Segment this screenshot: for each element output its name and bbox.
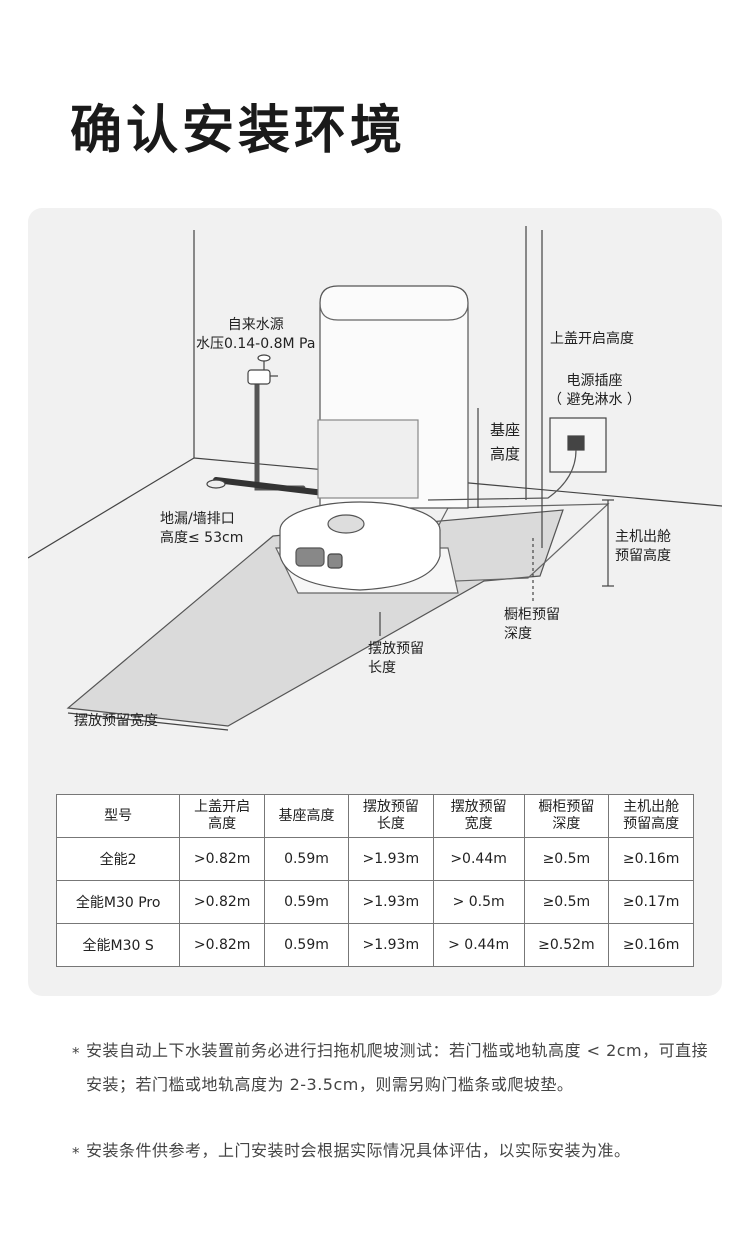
table-cell: >0.82m: [179, 923, 265, 967]
table-cell: >0.82m: [179, 837, 265, 881]
table-cell: 全能2: [55, 837, 181, 881]
table-header-row: 型号 上盖开启高度 基座高度 摆放预留长度 摆放预留宽度 橱柜预留深度 主机出舱…: [55, 794, 694, 838]
table-cell: > 0.5m: [432, 880, 525, 924]
table-cell: >1.93m: [347, 923, 434, 967]
table-cell: >0.82m: [179, 880, 265, 924]
lid-height-label: 上盖开启高度: [550, 331, 634, 347]
table-cell: >1.93m: [347, 880, 434, 924]
cabinet-depth-line1: 橱柜预留: [504, 607, 560, 623]
place-length-line2: 长度: [368, 660, 396, 676]
drain-line1: 地漏/墙排口: [160, 511, 235, 527]
table-cell: ≥0.16m: [608, 923, 694, 967]
table-cell: ≥0.5m: [523, 880, 610, 924]
header-place-length: 摆放预留长度: [347, 794, 434, 838]
table-row: 全能M30 Pro >0.82m 0.59m >1.93m > 0.5m ≥0.…: [55, 880, 694, 924]
page-title: 确认安装环境: [70, 101, 407, 161]
table-row: 全能M30 S >0.82m 0.59m >1.93m > 0.44m ≥0.5…: [55, 923, 694, 967]
base-height-line2: 高度: [490, 445, 521, 463]
water-source-line2: 水压0.14-0.8M Pa: [196, 336, 316, 352]
table-cell: 0.59m: [264, 880, 349, 924]
table-cell: >0.44m: [432, 837, 525, 881]
table-cell: ≥0.52m: [523, 923, 610, 967]
table-cell: 全能M30 S: [55, 923, 181, 967]
place-length-line1: 摆放预留: [368, 641, 424, 657]
table-cell: ≥0.5m: [523, 837, 610, 881]
drain-label: 地漏/墙排口 高度≤ 53cm: [160, 510, 243, 548]
note-2: * 安装条件供参考，上门安装时会根据实际情况具体评估，以实际安装为准。: [72, 1134, 712, 1168]
table-cell: 0.59m: [264, 923, 349, 967]
socket-line2: （ 避免淋水 ）: [548, 392, 641, 408]
water-source-label: 自来水源 水压0.14-0.8M Pa: [196, 316, 315, 354]
place-length-label: 摆放预留 长度: [368, 640, 424, 678]
note-2-text: 安装条件供参考，上门安装时会根据实际情况具体评估，以实际安装为准。: [86, 1141, 631, 1160]
note-bullet-icon: *: [72, 1044, 80, 1062]
table-cell: > 0.44m: [432, 923, 525, 967]
header-model: 型号: [55, 794, 181, 838]
exit-height-line1: 主机出舱: [615, 529, 671, 545]
header-lid-height: 上盖开启高度: [179, 794, 265, 838]
header-cabinet-depth: 橱柜预留深度: [523, 794, 610, 838]
header-exit-height: 主机出舱预留高度: [608, 794, 694, 838]
exit-height-line2: 预留高度: [615, 548, 671, 564]
base-height-line1: 基座: [490, 421, 521, 439]
table-row: 全能2 >0.82m 0.59m >1.93m >0.44m ≥0.5m ≥0.…: [55, 837, 694, 881]
socket-line1: 电源插座: [566, 373, 623, 389]
table-cell: 0.59m: [264, 837, 349, 881]
table-cell: ≥0.17m: [608, 880, 694, 924]
table-cell: ≥0.16m: [608, 837, 694, 881]
cabinet-depth-label: 橱柜预留 深度: [504, 606, 560, 644]
cabinet-depth-line2: 深度: [504, 626, 532, 642]
socket-label: 电源插座 （ 避免淋水 ）: [548, 372, 641, 410]
note-1-text: 安装自动上下水装置前务必进行扫拖机爬坡测试：若门槛或地轨高度 < 2cm，可直接…: [86, 1041, 709, 1094]
header-base-height: 基座高度: [264, 794, 349, 838]
installation-diagram: [28, 226, 722, 731]
place-width-label: 摆放预留宽度: [74, 713, 158, 729]
drain-line2: 高度≤ 53cm: [160, 530, 244, 546]
note-bullet-icon: *: [72, 1144, 80, 1162]
exit-height-label: 主机出舱 预留高度: [615, 528, 671, 566]
base-height-label: 基座 高度: [490, 418, 520, 466]
water-source-line1: 自来水源: [227, 317, 284, 333]
table-cell: >1.93m: [347, 837, 434, 881]
header-place-width: 摆放预留宽度: [432, 794, 525, 838]
spec-table: 型号 上盖开启高度 基座高度 摆放预留长度 摆放预留宽度 橱柜预留深度 主机出舱…: [55, 794, 694, 967]
note-1: * 安装自动上下水装置前务必进行扫拖机爬坡测试：若门槛或地轨高度 < 2cm，可…: [72, 1034, 712, 1102]
table-cell: 全能M30 Pro: [55, 880, 181, 924]
